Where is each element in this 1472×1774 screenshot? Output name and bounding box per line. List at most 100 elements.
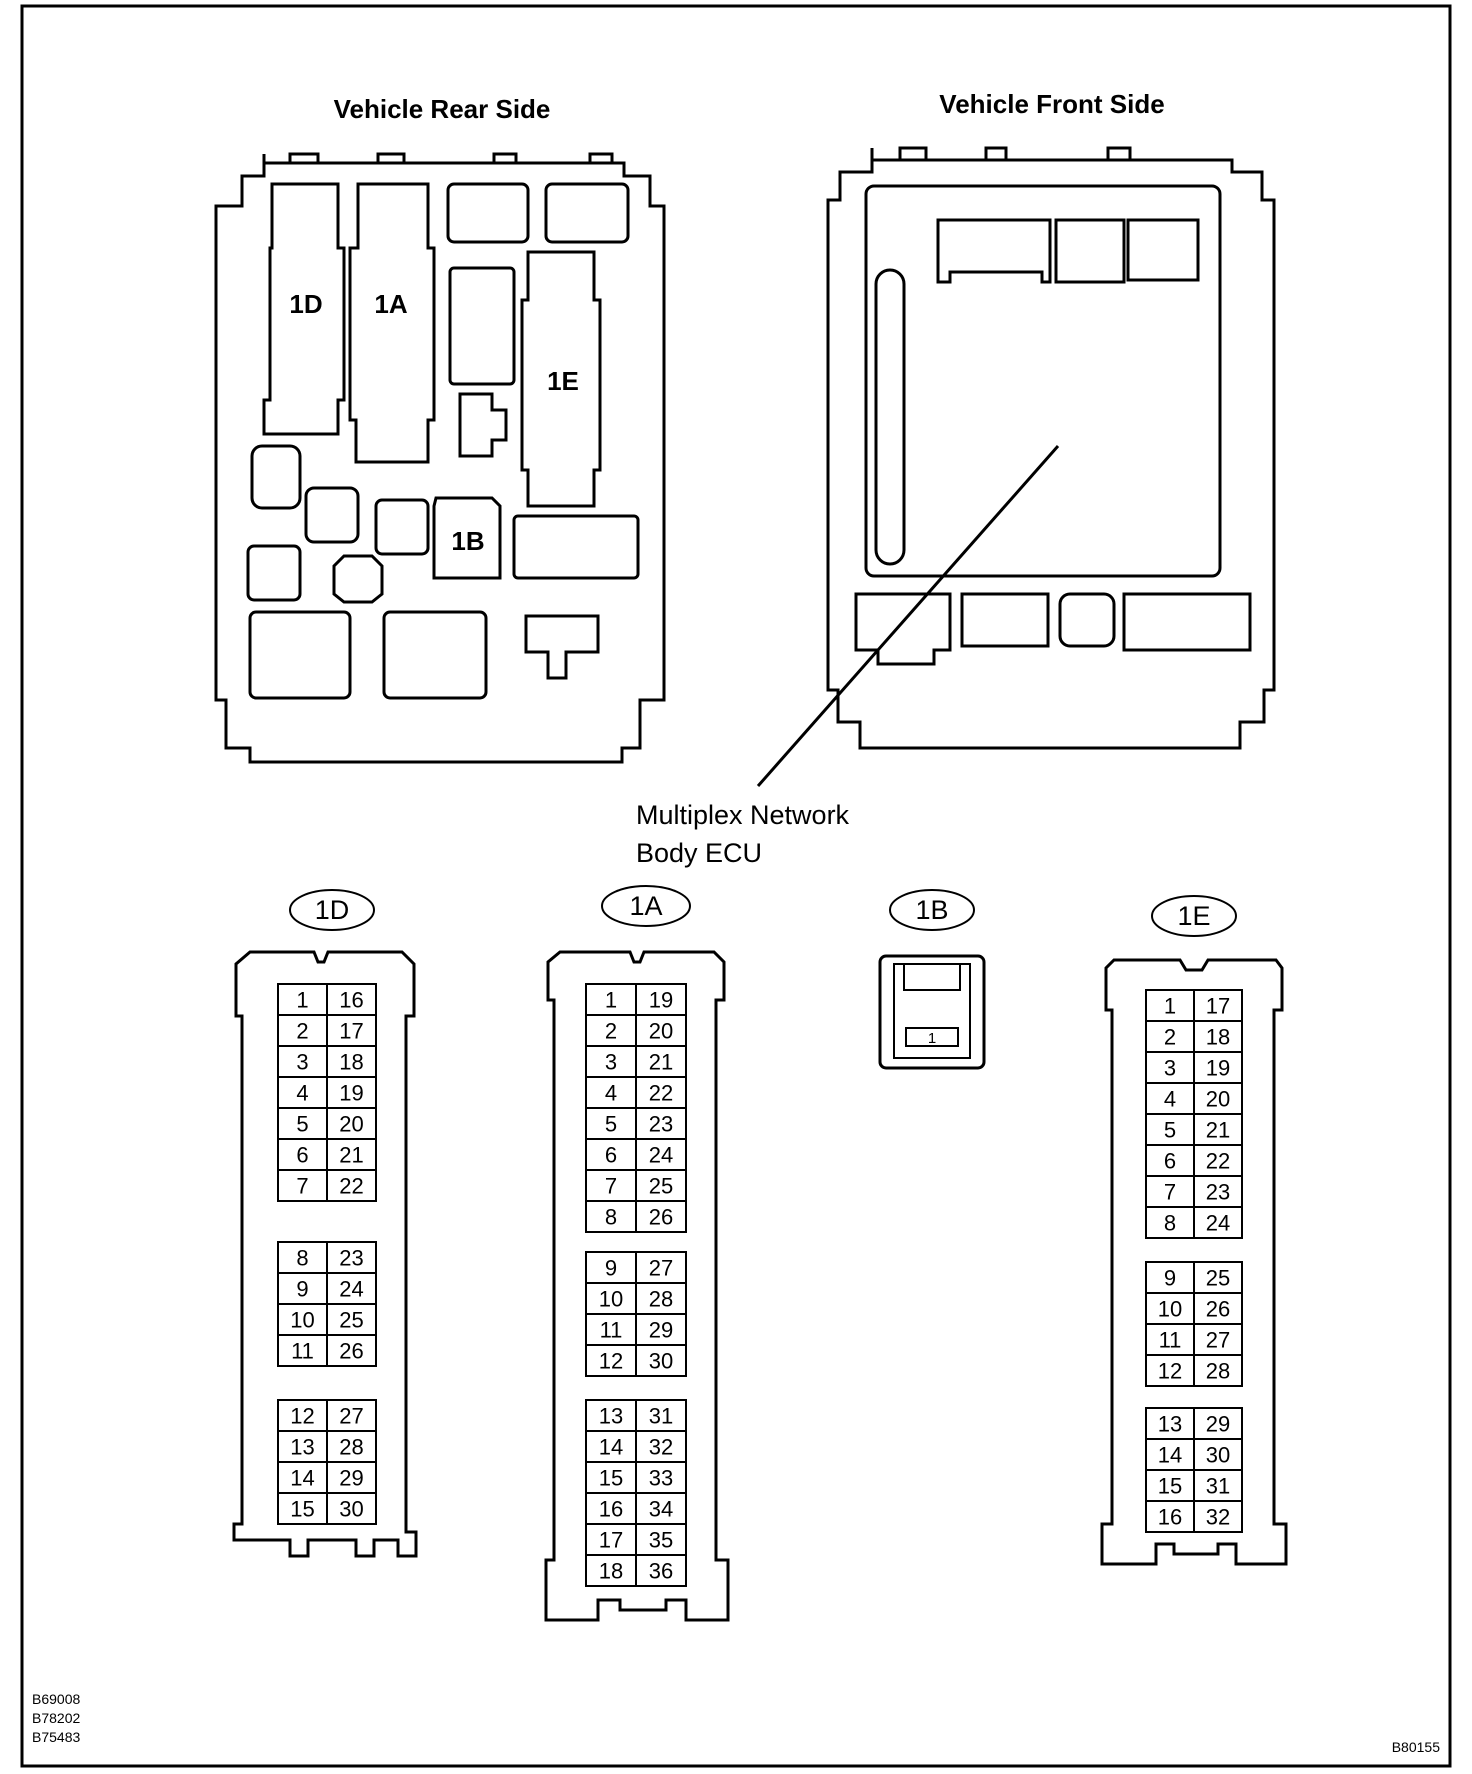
pin-number: 1	[928, 1030, 936, 1047]
pin-cell	[635, 1344, 687, 1377]
pin-number: 13	[599, 1404, 623, 1429]
pin-number: 26	[1206, 1297, 1230, 1322]
small-connector	[332, 554, 384, 604]
pin-number: 2	[1164, 1025, 1176, 1050]
pin-number: 8	[605, 1205, 617, 1230]
pin-number: 3	[296, 1050, 308, 1075]
slot-1a-outline	[348, 182, 436, 464]
slot-1a-label: 1A	[374, 289, 407, 319]
front-housing-outline	[826, 148, 1276, 750]
pin-number: 23	[339, 1246, 363, 1271]
pin-number: 24	[1206, 1211, 1230, 1236]
pin-number: 6	[296, 1143, 308, 1168]
pin-number: 29	[1206, 1412, 1230, 1437]
pin-number: 30	[1206, 1443, 1230, 1468]
pin-number: 27	[1206, 1328, 1230, 1353]
connector-tag-oval	[889, 889, 975, 931]
pin-number: 1	[296, 988, 308, 1013]
pin-number: 27	[339, 1404, 363, 1429]
connector-housing	[1100, 958, 1288, 1566]
slot-1b-label: 1B	[451, 526, 484, 556]
pin-number: 30	[339, 1497, 363, 1522]
pin-number: 28	[649, 1287, 673, 1312]
connector-housing	[878, 954, 986, 1070]
figure-code: B78202	[32, 1710, 80, 1726]
pin-number: 27	[649, 1256, 673, 1281]
slot-1e-outline	[520, 250, 602, 508]
relay-block	[544, 182, 630, 244]
pin-number: 19	[649, 988, 673, 1013]
pin-number: 1	[605, 988, 617, 1013]
connector-tag-oval	[1151, 895, 1237, 937]
pin-number: 2	[296, 1019, 308, 1044]
pin-number: 3	[605, 1050, 617, 1075]
pin-cell	[326, 1492, 377, 1525]
pin-number: 21	[649, 1050, 673, 1075]
pin-number: 20	[1206, 1087, 1230, 1112]
pin-number: 28	[339, 1435, 363, 1460]
pin-cell	[326, 1334, 377, 1367]
pin-number: 14	[290, 1466, 314, 1491]
pin-number: 9	[1164, 1266, 1176, 1291]
pin-number: 1	[1164, 994, 1176, 1019]
ecu-bottom-connector	[960, 592, 1050, 648]
pin-number: 21	[339, 1143, 363, 1168]
pin-number: 15	[1158, 1474, 1182, 1499]
ecu-top-connector	[936, 218, 1052, 284]
pin-number: 33	[649, 1466, 673, 1491]
relay-block	[448, 266, 516, 386]
pin-number: 23	[649, 1112, 673, 1137]
pin-number: 19	[1206, 1056, 1230, 1081]
pin-number: 7	[296, 1174, 308, 1199]
pin-number: 31	[649, 1404, 673, 1429]
pin-number: 17	[1206, 994, 1230, 1019]
pin-number: 29	[339, 1466, 363, 1491]
callout-leader-line	[756, 445, 1060, 787]
pin-number: 32	[649, 1435, 673, 1460]
pin-number: 17	[599, 1528, 623, 1553]
ecu-top-connector	[1054, 218, 1126, 284]
pin-number: 8	[296, 1246, 308, 1271]
pin-number: 26	[339, 1339, 363, 1364]
slot-1b-outline	[432, 496, 502, 580]
fuse-block	[304, 486, 360, 544]
ecu-side-slot	[874, 268, 906, 566]
rear-housing-outline	[214, 154, 666, 764]
pin-number: 5	[605, 1112, 617, 1137]
pin-number: 14	[1158, 1443, 1182, 1468]
fuse-block	[246, 544, 302, 602]
figure-code: B75483	[32, 1729, 80, 1745]
relay-block	[248, 610, 352, 700]
pin-number: 22	[649, 1081, 673, 1106]
pin-number: 21	[1206, 1118, 1230, 1143]
pin-number: 4	[605, 1081, 617, 1106]
figure-code: B69008	[32, 1691, 80, 1707]
pin-number: 3	[1164, 1056, 1176, 1081]
pin-cell	[635, 1200, 687, 1233]
slot-1e-label: 1E	[547, 366, 579, 396]
pin-number: 6	[1164, 1149, 1176, 1174]
pin-number: 20	[649, 1019, 673, 1044]
pin-number: 24	[649, 1143, 673, 1168]
pin-number: 7	[605, 1174, 617, 1199]
pin-number: 18	[1206, 1025, 1230, 1050]
ecu-panel	[864, 184, 1222, 578]
pin-number: 36	[649, 1559, 673, 1584]
pin-cell	[1193, 1206, 1243, 1239]
t-connector	[524, 614, 600, 680]
connector-housing	[544, 950, 730, 1622]
pin-number: 30	[649, 1349, 673, 1374]
ecu-bottom-connector	[1122, 592, 1252, 652]
front-top-tabs	[898, 146, 1132, 160]
small-connector	[458, 392, 508, 458]
pin-number: 18	[339, 1050, 363, 1075]
pin-number: 25	[1206, 1266, 1230, 1291]
pin-number: 35	[649, 1528, 673, 1553]
slot-1d-outline	[262, 182, 346, 436]
pin-number: 24	[339, 1277, 363, 1302]
diagram-frame	[20, 4, 1452, 1768]
